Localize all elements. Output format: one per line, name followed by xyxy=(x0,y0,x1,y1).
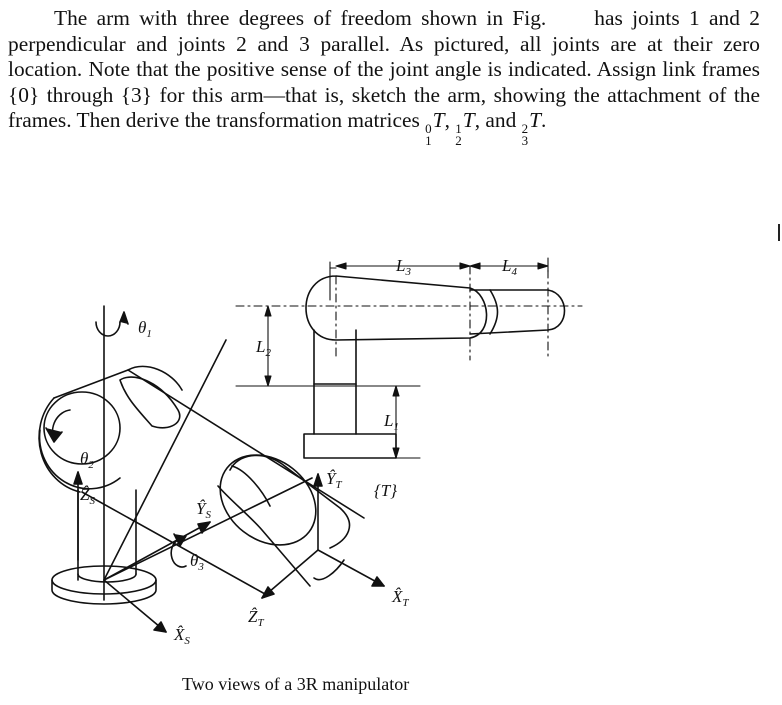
l4-label: L4 xyxy=(501,256,517,278)
text-cursor xyxy=(778,224,780,241)
xs-label: X̂S xyxy=(173,625,190,647)
forearm-link xyxy=(217,454,351,587)
xs-axis xyxy=(103,579,167,633)
theta2-label: θ2 xyxy=(80,449,94,471)
ys-axis xyxy=(103,521,211,581)
problem-text-part1: The arm with three degrees of freedom sh… xyxy=(54,6,547,30)
l2-label: L2 xyxy=(255,337,271,359)
theta3-label: θ3 xyxy=(190,551,204,573)
side-view xyxy=(303,275,566,459)
theta1-arrow xyxy=(95,321,121,337)
figure-caption: Two views of a 3R manipulator xyxy=(182,674,410,694)
theta1-label: θ1 xyxy=(138,318,152,340)
dimension-lines xyxy=(235,257,549,459)
and-word: and xyxy=(485,108,517,132)
zs-label: ẐS xyxy=(80,485,95,507)
l3-label: L3 xyxy=(395,256,411,278)
problem-statement: The arm with three degrees of freedom sh… xyxy=(8,6,760,148)
frame-t-label: {T} xyxy=(374,481,397,500)
xt-axis xyxy=(317,549,385,587)
xt-label: X̂T xyxy=(391,587,409,609)
zt-label: ẐT xyxy=(248,607,264,629)
ys-label: ŶS xyxy=(196,499,211,521)
l1-label: L1 xyxy=(383,411,399,433)
yt-label: ŶT xyxy=(326,469,342,491)
theta3-arrow xyxy=(170,539,187,568)
problem-text-part2: has joints 1 and 2 perpendicular and joi… xyxy=(8,6,760,132)
